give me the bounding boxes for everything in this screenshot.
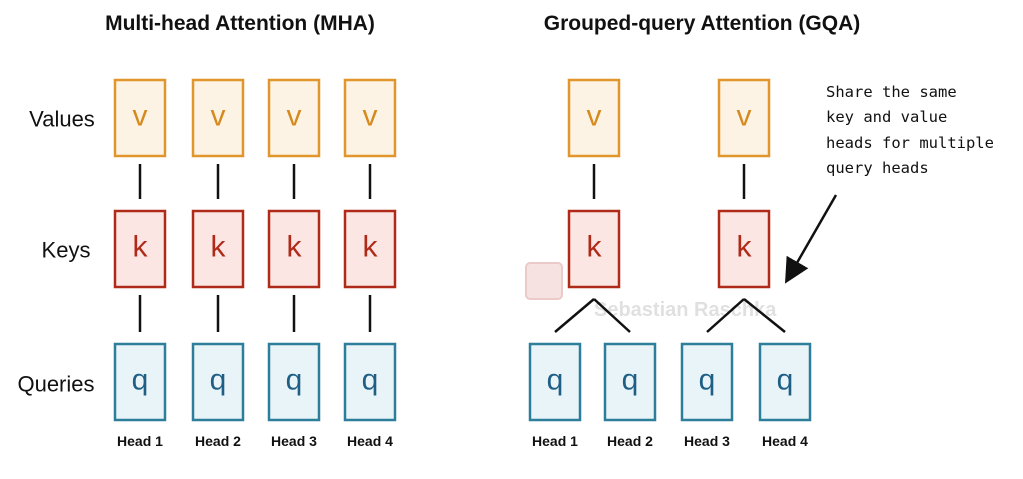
mha-boxes: v k q v k q v k q v k q xyxy=(113,78,397,422)
mha-value-box-2-letter: v xyxy=(211,100,226,133)
mha-query-box-2: q xyxy=(191,342,245,422)
mha-value-box-1-rect xyxy=(113,78,167,158)
mha-key-box-2-rect xyxy=(191,209,245,289)
mha-query-box-3-rect xyxy=(267,342,321,422)
gqa-value-box-1-letter: v xyxy=(587,100,602,133)
mha-value-box-3-rect xyxy=(267,78,321,158)
mha-key-box-3-letter: k xyxy=(287,231,303,264)
gqa-value-box-2-letter: v xyxy=(737,100,752,133)
mha-query-box-3: q xyxy=(267,342,321,422)
annotation-arrow-icon xyxy=(785,194,838,284)
gqa-connectors xyxy=(554,164,786,333)
mha-key-box-1-letter: k xyxy=(133,231,149,264)
gqa-query-box-1-rect xyxy=(528,342,582,422)
gqa-query-box-4-letter: q xyxy=(777,364,794,397)
gqa-head-label-2: Head 2 xyxy=(607,433,653,449)
gqa-key-box-1-rect xyxy=(567,209,621,289)
gqa-head-label-3: Head 3 xyxy=(684,433,730,449)
gqa-query-box-3-letter: q xyxy=(699,364,716,397)
gqa-key-box-2: k xyxy=(717,209,771,289)
mha-connectors xyxy=(138,164,372,332)
mha-key-box-2-letter: k xyxy=(211,231,227,264)
mha-head-labels: Head 1 Head 2 Head 3 Head 4 xyxy=(117,433,393,449)
gqa-query-box-4-rect xyxy=(758,342,812,422)
note-line-3: heads for multiple xyxy=(826,134,994,152)
gqa-value-box-1-rect xyxy=(567,78,621,158)
gqa-kq-connector-1-1 xyxy=(554,298,595,333)
gqa-kq-connector-2-1 xyxy=(706,298,745,333)
mha-value-box-3-letter: v xyxy=(287,100,302,133)
gqa-query-box-4: q xyxy=(758,342,812,422)
gqa-value-box-1: v xyxy=(567,78,621,158)
mha-head-label-1: Head 1 xyxy=(117,433,163,449)
mha-query-box-1-letter: q xyxy=(132,364,149,397)
gqa-key-box-2-rect xyxy=(717,209,771,289)
gqa-key-box-2-letter: k xyxy=(737,231,753,264)
note-line-2: key and value xyxy=(826,108,947,126)
annotation-note: Share the same key and value heads for m… xyxy=(826,83,994,177)
gqa-query-box-2: q xyxy=(603,342,657,422)
mha-value-box-4-rect xyxy=(343,78,397,158)
mha-query-box-4-rect xyxy=(343,342,397,422)
gqa-query-box-1: q xyxy=(528,342,582,422)
gqa-kq-connector-2-2 xyxy=(743,298,786,333)
note-line-4: query heads xyxy=(826,159,929,177)
mha-key-box-4: k xyxy=(343,209,397,289)
mha-query-box-1: q xyxy=(113,342,167,422)
mha-key-box-1-rect xyxy=(113,209,167,289)
mha-value-box-1: v xyxy=(113,78,167,158)
gqa-query-box-2-rect xyxy=(603,342,657,422)
mha-head-label-2: Head 2 xyxy=(195,433,241,449)
gqa-query-box-1-letter: q xyxy=(547,364,564,397)
row-label-values: Values xyxy=(29,107,95,132)
gqa-key-box-1-letter: k xyxy=(587,231,603,264)
mha-key-box-3-rect xyxy=(267,209,321,289)
mha-query-box-4-letter: q xyxy=(362,364,379,397)
mha-head-label-3: Head 3 xyxy=(271,433,317,449)
gqa-head-label-1: Head 1 xyxy=(532,433,578,449)
mha-key-box-2: k xyxy=(191,209,245,289)
mha-key-box-4-rect xyxy=(343,209,397,289)
row-label-keys: Keys xyxy=(42,238,91,263)
gqa-query-box-3-rect xyxy=(680,342,734,422)
mha-key-box-3: k xyxy=(267,209,321,289)
mha-query-box-4: q xyxy=(343,342,397,422)
mha-key-box-4-letter: k xyxy=(363,231,379,264)
gqa-query-box-2-letter: q xyxy=(622,364,639,397)
gqa-head-label-4: Head 4 xyxy=(762,433,808,449)
mha-query-box-2-rect xyxy=(191,342,245,422)
mha-query-box-3-letter: q xyxy=(286,364,303,397)
gqa-kq-connector-1-2 xyxy=(593,298,631,333)
gqa-value-box-2-rect xyxy=(717,78,771,158)
row-label-queries: Queries xyxy=(17,372,94,397)
gqa-value-box-2: v xyxy=(717,78,771,158)
mha-value-box-1-letter: v xyxy=(133,100,148,133)
gqa-title: Grouped-query Attention (GQA) xyxy=(544,12,861,35)
mha-key-box-1: k xyxy=(113,209,167,289)
gqa-head-labels: Head 1 Head 2 Head 3 Head 4 xyxy=(532,433,808,449)
gqa-boxes: v k v k q q q q xyxy=(528,78,812,422)
note-line-1: Share the same xyxy=(826,83,957,101)
mha-head-label-4: Head 4 xyxy=(347,433,393,449)
mha-query-box-2-letter: q xyxy=(210,364,227,397)
mha-value-box-4-letter: v xyxy=(363,100,378,133)
mha-value-box-4: v xyxy=(343,78,397,158)
watermark-text: Sebastian Raschka xyxy=(594,299,777,321)
mha-value-box-2-rect xyxy=(191,78,245,158)
watermark: Sebastian Raschka xyxy=(525,262,777,321)
mha-value-box-3: v xyxy=(267,78,321,158)
mha-query-box-1-rect xyxy=(113,342,167,422)
mha-title: Multi-head Attention (MHA) xyxy=(105,12,375,35)
mha-value-box-2: v xyxy=(191,78,245,158)
watermark-logo-icon xyxy=(525,262,563,300)
gqa-query-box-3: q xyxy=(680,342,734,422)
gqa-key-box-1: k xyxy=(567,209,621,289)
